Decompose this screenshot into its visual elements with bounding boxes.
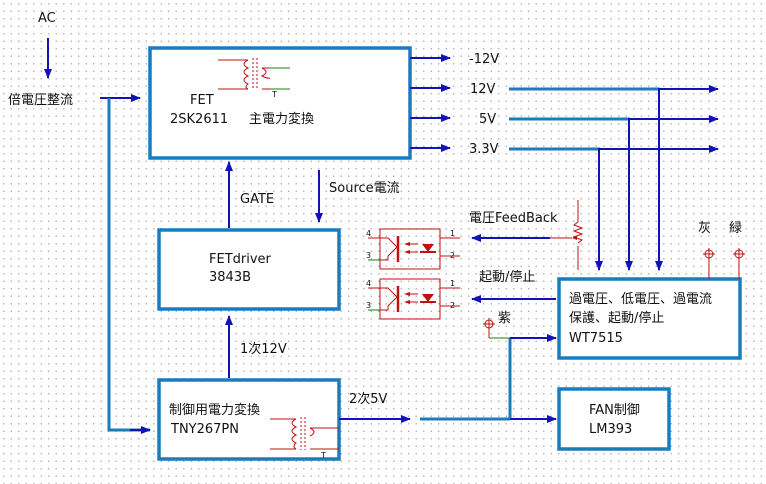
- green-terminal[interactable]: [733, 248, 745, 279]
- fan-control-line1: FAN制御: [589, 403, 640, 418]
- protection-line1: 過電圧、低電圧、過電流: [569, 292, 712, 307]
- opto2-pin1: 1: [450, 279, 455, 288]
- transformer-icon: T: [218, 58, 290, 99]
- fan-control-line2: LM393: [589, 422, 632, 437]
- rectifier-label: 倍電圧整流: [8, 93, 73, 108]
- primary-12v-label: 1次12V: [240, 341, 287, 357]
- fet-driver-block[interactable]: FETdriver 3843B: [157, 228, 341, 311]
- protection-line2: 保護、起動/停止: [569, 310, 664, 326]
- main-converter-line1: FET: [190, 93, 214, 108]
- opto1-pin4: 4: [366, 229, 371, 238]
- output-label-m12v: -12V: [469, 52, 499, 67]
- protection-line3: WT7515: [569, 331, 623, 346]
- opto2-pin3: 3: [366, 301, 371, 310]
- fet-driver-line2: 3843B: [209, 270, 251, 285]
- opto2-pin4: 4: [366, 279, 371, 288]
- output-label-12v: 12V: [470, 82, 496, 97]
- purple-terminal[interactable]: 紫: [483, 311, 511, 339]
- control-converter-line2: TNY267PN: [170, 422, 239, 437]
- main-converter-part: 2SK2611: [170, 112, 228, 127]
- opto1-pin2: 2: [450, 251, 455, 260]
- green-terminal-label: 緑: [729, 221, 742, 236]
- source-label: Source電流: [329, 181, 400, 196]
- control-transformer-mark: T: [320, 451, 326, 460]
- output-label-3v3: 3.3V: [469, 142, 499, 157]
- opto1-pin3: 3: [366, 251, 371, 260]
- control-transformer-icon: T: [270, 417, 339, 460]
- gray-terminal-label: 灰: [698, 221, 711, 236]
- main-converter-title: 主電力変換: [249, 111, 314, 127]
- opto1-pin1: 1: [450, 229, 455, 238]
- opto2-pin2: 2: [450, 301, 455, 310]
- optocoupler-feedback: 4 3 1 2: [366, 228, 460, 270]
- potentiometer-icon: [572, 200, 584, 270]
- fan-control-block[interactable]: FAN制御 LM393: [557, 387, 671, 451]
- main-converter-block[interactable]: T FET 2SK2611 主電力変換: [148, 46, 412, 160]
- ac-label: AC: [38, 11, 56, 26]
- secondary-5v-label: 2次5V: [349, 391, 388, 407]
- transformer-mark: T: [271, 90, 277, 99]
- control-converter-block[interactable]: 制御用電力変換 TNY267PN T: [157, 378, 341, 461]
- feedback-label: 電圧FeedBack: [469, 211, 558, 226]
- optocoupler-startstop: 4 3 1 2: [366, 278, 460, 320]
- rectifier-to-control-bus: [107, 98, 150, 432]
- startstop-label: 起動/停止: [479, 269, 535, 285]
- output-label-5v: 5V: [479, 112, 496, 127]
- gray-terminal[interactable]: [703, 248, 715, 279]
- fet-driver-line1: FETdriver: [209, 252, 272, 267]
- control-converter-line1: 制御用電力変換: [169, 402, 260, 418]
- purple-terminal-label: 紫: [498, 311, 511, 326]
- gate-label: GATE: [240, 192, 274, 207]
- protection-block[interactable]: 過電圧、低電圧、過電流 保護、起動/停止 WT7515: [557, 277, 742, 360]
